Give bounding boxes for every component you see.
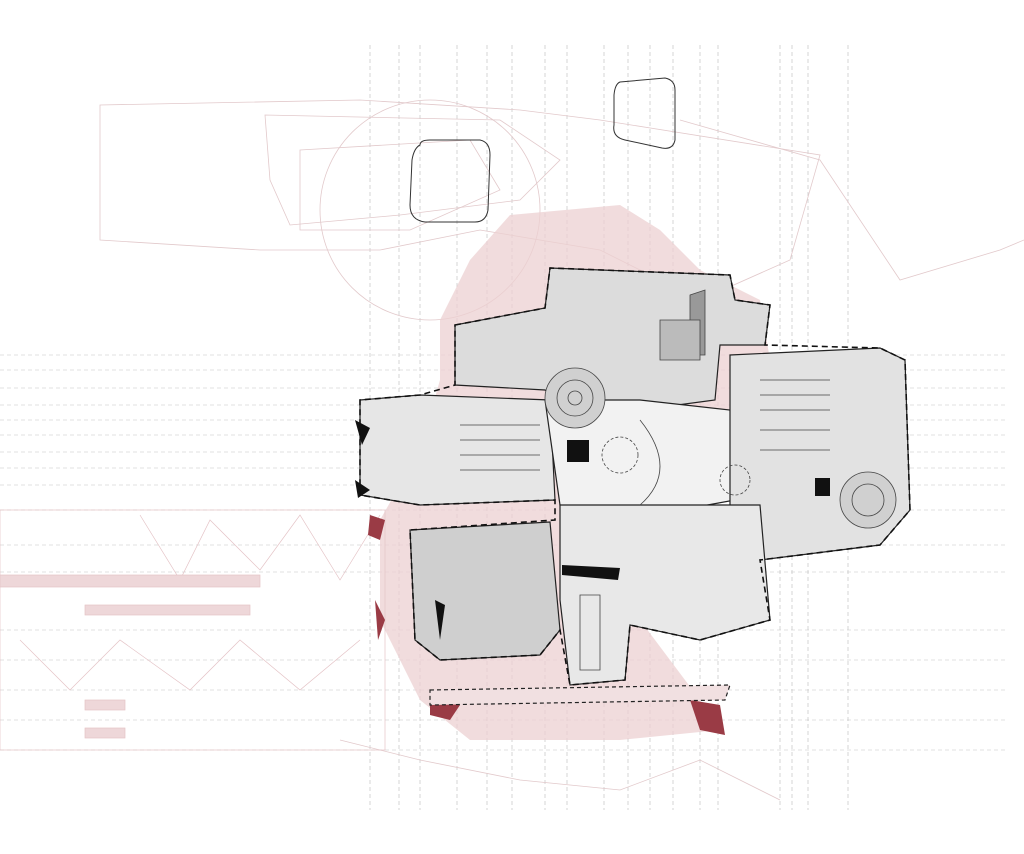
dashed-outer-perimeter (359, 267, 911, 686)
south-center-block (559, 504, 771, 686)
west-wing (359, 394, 556, 506)
building-plan (359, 267, 911, 706)
spiral-stair-north (544, 367, 606, 429)
courtyard-outlines (409, 77, 676, 223)
solid-black-fills (355, 420, 830, 640)
left-legend-area (0, 509, 386, 751)
plan-details (460, 289, 897, 671)
spiral-stair-east (839, 471, 897, 529)
south-west-block (409, 521, 561, 661)
